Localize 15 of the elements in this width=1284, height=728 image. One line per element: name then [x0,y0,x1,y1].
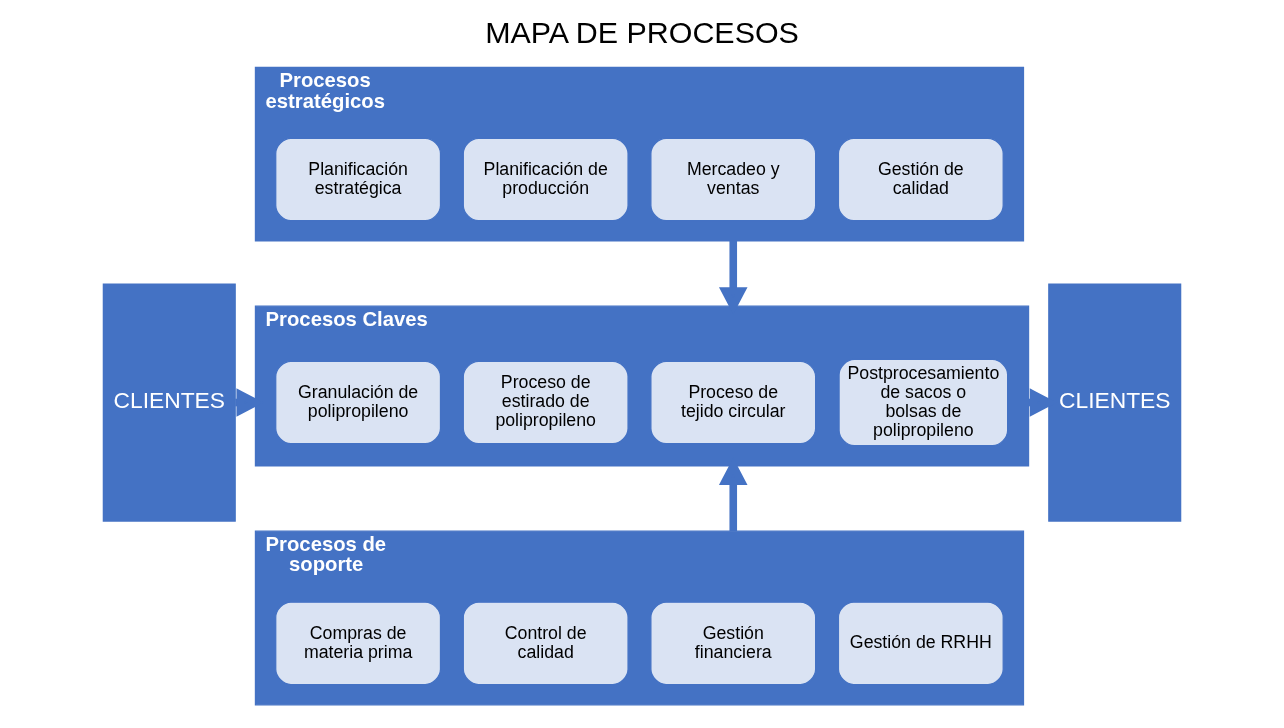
node-box: Gestión de calidad [837,137,1004,221]
node-box: Granulación de polipropileno [275,360,442,444]
node-box: CLIENTES [1048,282,1182,522]
node-box: Planificación de producción [462,137,629,221]
diagram-title: MAPA DE PROCESOS [485,14,799,49]
node-box: Mercadeo y ventas [650,137,817,221]
node-box: Control de calidad [462,601,629,685]
node-box: Compras de materia prima [275,601,442,685]
node-box: Gestión de RRHH [837,601,1004,685]
node-box: Planificación estratégica [275,137,442,221]
node-box: Proceso de estirado de polipropileno [462,360,629,444]
node-box: Gestión financiera [650,601,817,685]
node-box: CLIENTES [102,282,236,522]
node-box: Postprocesamiento de sacos o bolsas de polipropileno [838,358,1009,446]
node-box: Proceso de tejido circular [650,360,817,444]
